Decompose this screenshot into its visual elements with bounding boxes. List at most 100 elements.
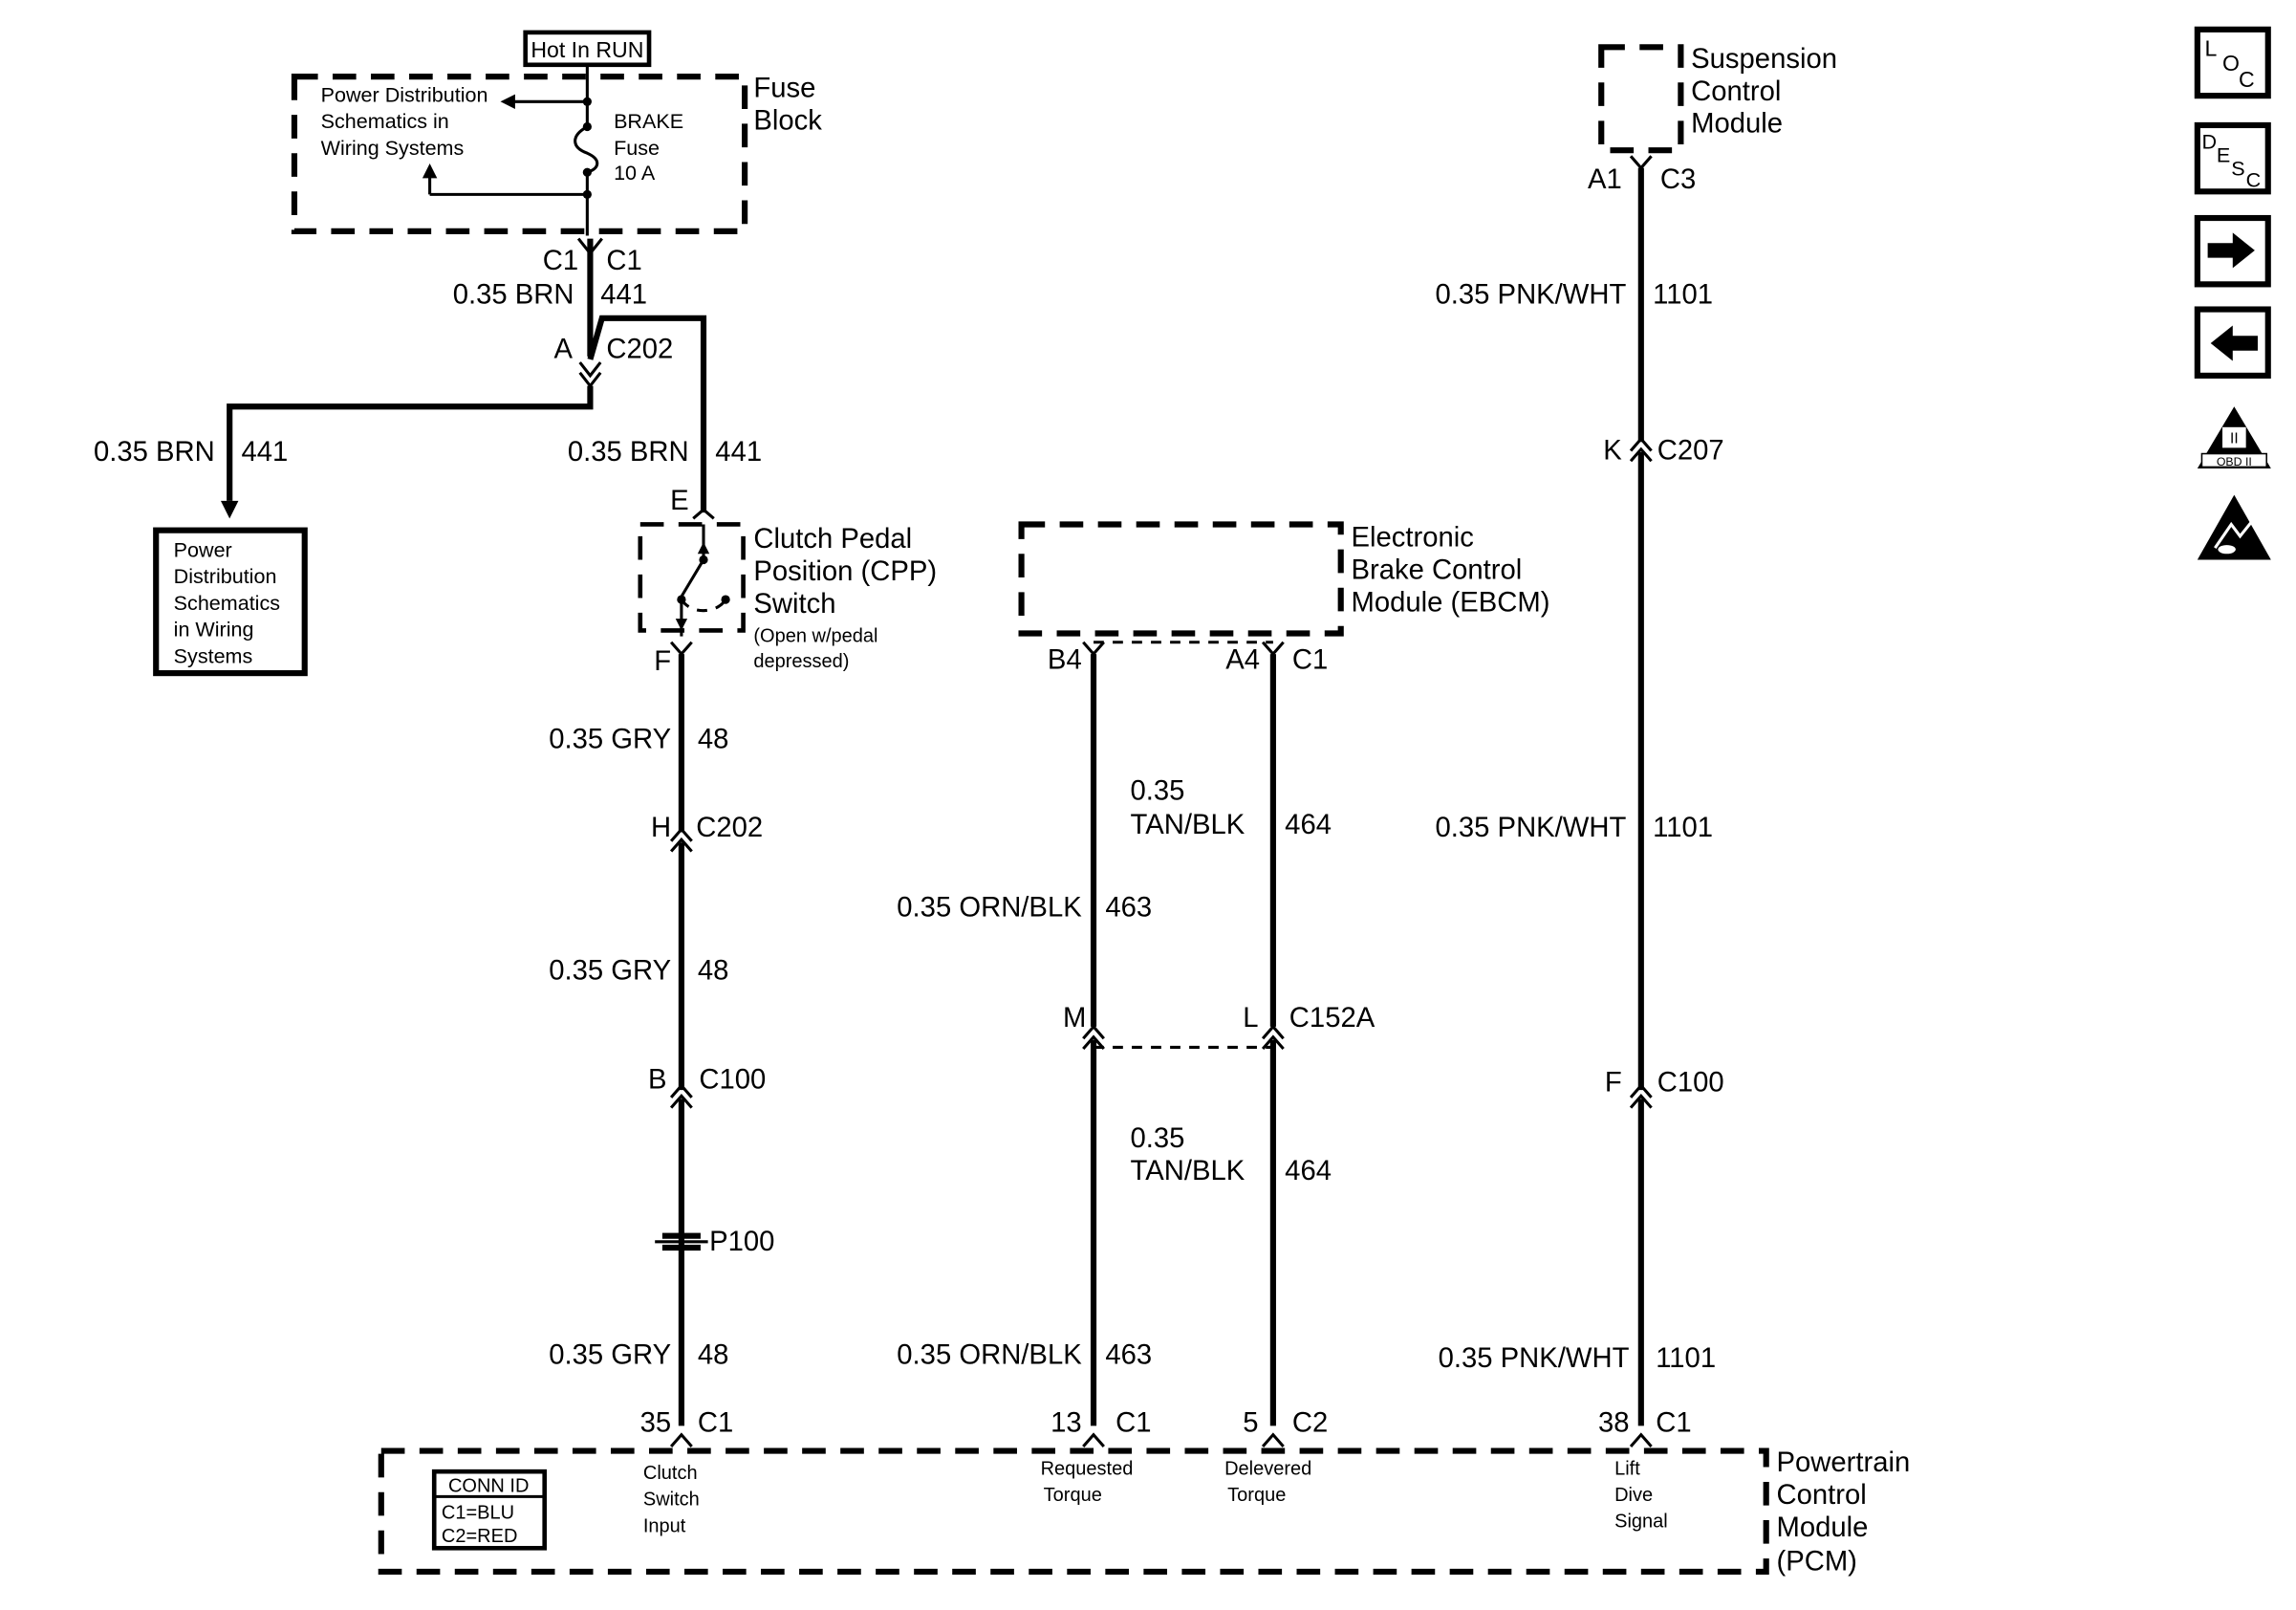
fuse-block: Fuse Block Power Distribution Schematics…: [291, 64, 822, 236]
conn-c1-left: C1: [543, 246, 578, 276]
fuse-name-2: Fuse: [614, 136, 660, 160]
pcm-title: Powertrain: [1776, 1447, 1910, 1478]
svg-text:in Wiring: in Wiring: [174, 618, 254, 642]
ebcm-title-3: Module (EBCM): [1351, 587, 1549, 618]
fuse-ref-text-3: Wiring Systems: [321, 136, 465, 160]
ckt-1101-1: 1101: [1653, 279, 1713, 310]
wire-pnk-wht-2: 0.35 PNK/WHT: [1436, 813, 1627, 843]
pcm-input-clutch-2: Switch: [643, 1490, 700, 1511]
svg-text:Systems: Systems: [174, 643, 253, 667]
next-arrow-icon[interactable]: [2194, 214, 2271, 288]
fuse-ref-text-2: Schematics in: [321, 109, 449, 133]
ckt-1101-2: 1101: [1653, 813, 1713, 843]
pcm-input-del-torque-2: Torque: [1227, 1485, 1286, 1506]
conn-c1-right: C1: [606, 246, 641, 276]
wire-gry-2: 0.35 GRY: [549, 956, 671, 987]
svg-text:O: O: [2222, 51, 2240, 76]
pcm-title-3: Module: [1776, 1512, 1868, 1543]
ckt-48-2: 48: [698, 956, 729, 987]
pin-f-c100: F: [1605, 1068, 1622, 1099]
wire-brn-left: 0.35 BRN: [94, 437, 215, 468]
scm-title: Suspension: [1691, 44, 1837, 75]
previous-arrow-icon[interactable]: [2194, 306, 2271, 379]
fuse-block-title: Fuse: [753, 74, 815, 104]
svg-text:L: L: [2205, 36, 2218, 61]
conn-id-table: CONN ID C1=BLU C2=RED: [431, 1469, 548, 1551]
wire-tan-blk-1: 0.35: [1131, 776, 1185, 807]
pin-a-c202: A: [553, 334, 573, 364]
wire-orn-blk-2: 0.35 ORN/BLK: [897, 1340, 1082, 1371]
pin-13: 13: [1051, 1408, 1082, 1439]
svg-text:C2=RED: C2=RED: [442, 1526, 518, 1547]
wire-tan-blk-1b: TAN/BLK: [1131, 810, 1245, 840]
cpp-switch: [638, 522, 746, 637]
ckt-463-2: 463: [1105, 1340, 1152, 1371]
ckt-463-1: 463: [1105, 892, 1152, 923]
pin-k: K: [1603, 436, 1622, 467]
ebcm-title: Electronic: [1351, 523, 1473, 554]
cpp-title-2: Position (CPP): [753, 556, 937, 587]
conn-p100: P100: [709, 1227, 774, 1257]
cpp-title: Clutch Pedal: [753, 524, 912, 555]
ckt-464-2: 464: [1285, 1156, 1332, 1186]
description-icon[interactable]: D E S C: [2194, 121, 2271, 195]
ckt-48-3: 48: [698, 1340, 729, 1371]
conn-c1-pcm-2: C1: [1116, 1408, 1151, 1439]
pcm-input-lift-dive-2: Dive: [1614, 1485, 1653, 1506]
conn-c100-right: C100: [1657, 1068, 1724, 1099]
obd-ii-icon[interactable]: OBD II II: [2197, 406, 2271, 468]
conn-c3: C3: [1660, 164, 1696, 195]
ckt-441-mid: 441: [715, 437, 762, 468]
conn-c100-left: C100: [699, 1065, 766, 1096]
svg-text:C: C: [2239, 67, 2255, 92]
conn-c152a: C152A: [1289, 1003, 1375, 1033]
svg-text:Schematics: Schematics: [174, 591, 280, 615]
pin-35: 35: [640, 1408, 672, 1439]
wire-brn-top: 0.35 BRN: [453, 279, 574, 310]
pcm-input-req-torque: Requested: [1041, 1458, 1134, 1479]
esd-warning-icon[interactable]: [2197, 494, 2271, 560]
pcm-input-clutch: Clutch: [643, 1463, 698, 1484]
pin-f-cpp: F: [654, 646, 671, 677]
pin-h: H: [651, 813, 671, 843]
svg-text:CONN ID: CONN ID: [448, 1476, 529, 1497]
ckt-441-left: 441: [242, 437, 289, 468]
ebcm-module: [1018, 521, 1344, 637]
svg-text:D: D: [2201, 130, 2217, 154]
wire-gry-3: 0.35 GRY: [549, 1340, 671, 1371]
wire-tan-blk-2b: TAN/BLK: [1131, 1156, 1245, 1186]
conn-c207: C207: [1657, 436, 1724, 467]
pin-m: M: [1063, 1003, 1086, 1033]
pcm-input-req-torque-2: Torque: [1044, 1485, 1102, 1506]
pcm-input-lift-dive: Lift: [1614, 1458, 1640, 1479]
power-distribution-box: Power Distribution Schematics in Wiring …: [153, 527, 308, 677]
fuse-symbol: [574, 125, 599, 174]
conn-c202-top: C202: [606, 334, 673, 364]
fuse-rating: 10 A: [614, 161, 656, 185]
pin-b-c100: B: [648, 1065, 667, 1096]
conn-c2-pcm: C2: [1292, 1408, 1328, 1439]
svg-text:Distribution: Distribution: [174, 564, 277, 588]
ebcm-title-2: Brake Control: [1351, 555, 1522, 585]
pcm-input-clutch-3: Input: [643, 1515, 686, 1536]
cpp-note-2: depressed): [753, 651, 849, 672]
conn-c1-pcm-3: C1: [1656, 1408, 1691, 1439]
wire-tan-blk-2: 0.35: [1131, 1123, 1185, 1154]
wire-pnk-wht-1: 0.35 PNK/WHT: [1436, 279, 1627, 310]
scm-title-2: Control: [1691, 76, 1781, 107]
cpp-title-3: Switch: [753, 589, 835, 620]
wire-brn-mid: 0.35 BRN: [568, 437, 689, 468]
pcm-input-del-torque: Delevered: [1224, 1458, 1311, 1479]
location-icon[interactable]: L O C: [2194, 26, 2271, 99]
svg-text:Hot In RUN: Hot In RUN: [531, 37, 643, 62]
pin-b4: B4: [1048, 644, 1082, 675]
conn-c1-pcm-1: C1: [698, 1408, 733, 1439]
svg-text:OBD II: OBD II: [2217, 455, 2252, 468]
ckt-1101-3: 1101: [1656, 1343, 1716, 1374]
svg-text:S: S: [2231, 156, 2244, 180]
wire-pnk-wht-3: 0.35 PNK/WHT: [1439, 1343, 1630, 1374]
svg-text:C1=BLU: C1=BLU: [442, 1502, 514, 1523]
pcm-input-lift-dive-3: Signal: [1614, 1512, 1668, 1533]
ckt-464-1: 464: [1285, 810, 1332, 840]
